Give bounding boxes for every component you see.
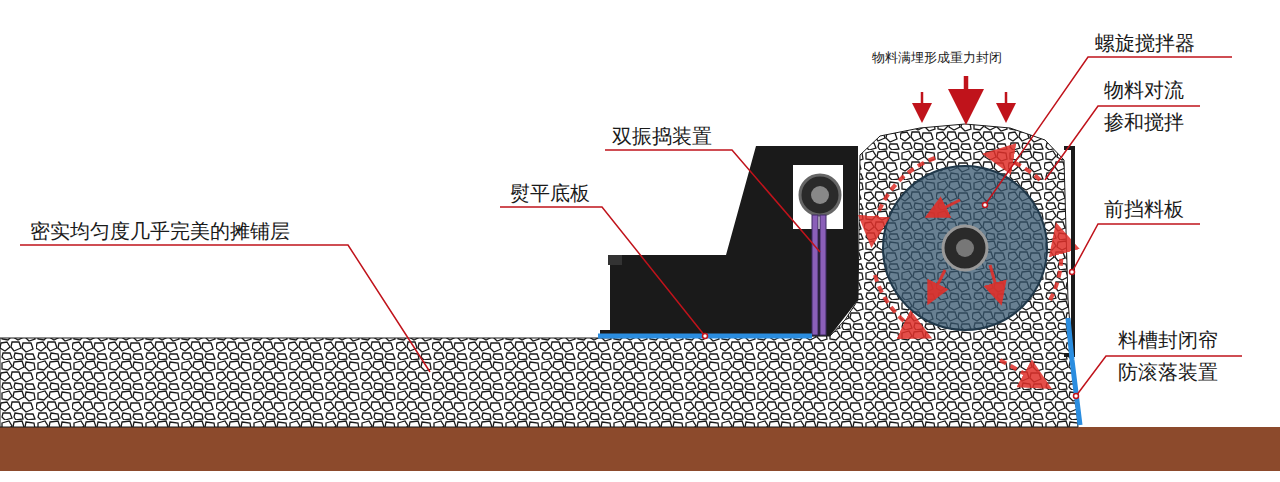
part-label: 熨平底板	[510, 181, 590, 205]
part-label: 前挡料板	[1104, 197, 1184, 221]
part-label: 螺旋搅拌器	[1095, 31, 1195, 55]
part-label: 物料对流 掺和搅拌	[1104, 74, 1192, 138]
part-label: 料槽封闭帘 防滚落装置	[1118, 324, 1226, 388]
part-label: 双振捣装置	[612, 124, 712, 148]
layer-label: 密实均匀度几乎完美的摊铺层	[30, 219, 290, 243]
note-label: 物料满埋形成重力封闭	[872, 50, 1002, 66]
